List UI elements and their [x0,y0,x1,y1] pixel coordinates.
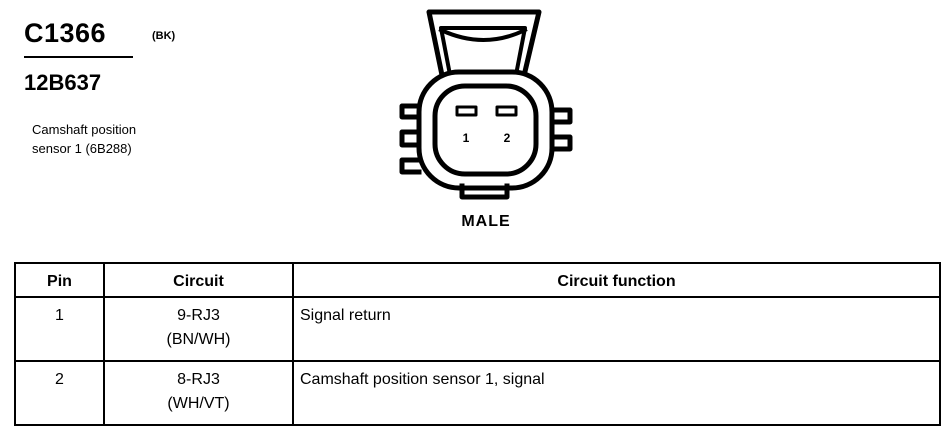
pin-2-label: 2 [504,131,511,145]
pin-1-label: 1 [463,131,470,145]
circuit-cell: 8-RJ3 (WH/VT) [103,360,294,426]
table-header-row: Pin Circuit Circuit function [14,262,941,298]
header-circuit-function: Circuit function [292,262,941,298]
table-row: 2 8-RJ3 (WH/VT) Camshaft position sensor… [14,360,941,426]
pin-number: 1 [14,296,105,362]
circuit-number: 9-RJ3 [177,307,220,324]
connector-body [416,69,555,191]
table-row: 1 9-RJ3 (BN/WH) Signal return [14,296,941,362]
connector-bottom-key [459,183,510,200]
circuit-number: 8-RJ3 [177,371,220,388]
right-rib-lower [549,134,573,152]
connector-id: C1366 [24,18,107,48]
header-pin: Pin [14,262,105,298]
left-rib-lower [399,157,422,175]
pinout-table: Pin Circuit Circuit function 1 9-RJ3 (BN… [14,262,941,426]
part-number: 12B637 [24,70,102,95]
circuit-function: Signal return [292,296,941,362]
wire-color: (BN/WH) [166,331,231,348]
connector-face [432,83,539,177]
wire-color: (WH/VT) [167,395,230,412]
connector-latch [426,9,542,84]
pin-2-cavity [495,105,518,117]
title-underline [24,56,133,58]
circuit-function: Camshaft position sensor 1, signal [292,360,941,426]
connector-view-label: MALE [461,213,511,230]
description-line-2: sensor 1 (6B288) [32,141,132,156]
right-rib-upper [549,107,573,125]
left-rib-middle [399,129,422,148]
latch-curve [438,27,528,42]
component-description: Camshaft position sensor 1 (6B288) [32,120,232,158]
left-rib-upper [399,103,422,120]
connector-color-code: (BK) [152,30,176,42]
pin-1-cavity [455,105,478,117]
header-circuit: Circuit [103,262,294,298]
connector-latch-inner [439,26,527,83]
description-line-1: Camshaft position [32,122,137,137]
circuit-cell: 9-RJ3 (BN/WH) [103,296,294,362]
pin-number: 2 [14,360,105,426]
